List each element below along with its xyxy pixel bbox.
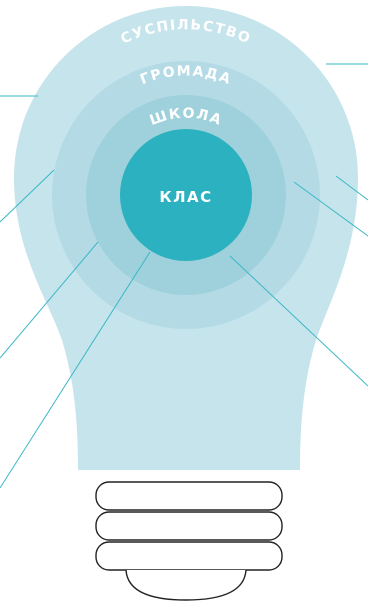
bulb-base-ring-1 — [95, 481, 283, 511]
connector-class-right — [229, 255, 368, 387]
connector-school-right — [293, 181, 368, 237]
connector-community-left — [0, 169, 55, 223]
connector-community-right — [335, 175, 368, 201]
bulb-base-ring-2 — [95, 511, 283, 541]
class-core — [120, 129, 252, 261]
bulb-base-cap — [125, 569, 247, 601]
connector-class-left — [0, 251, 151, 489]
connector-school-left — [0, 241, 99, 359]
school-label: ШКОЛА — [148, 106, 225, 130]
class-label: КЛАС — [159, 188, 212, 206]
bulb-base-ring-3 — [95, 541, 283, 571]
school-label-text: ШКОЛА — [148, 106, 223, 130]
